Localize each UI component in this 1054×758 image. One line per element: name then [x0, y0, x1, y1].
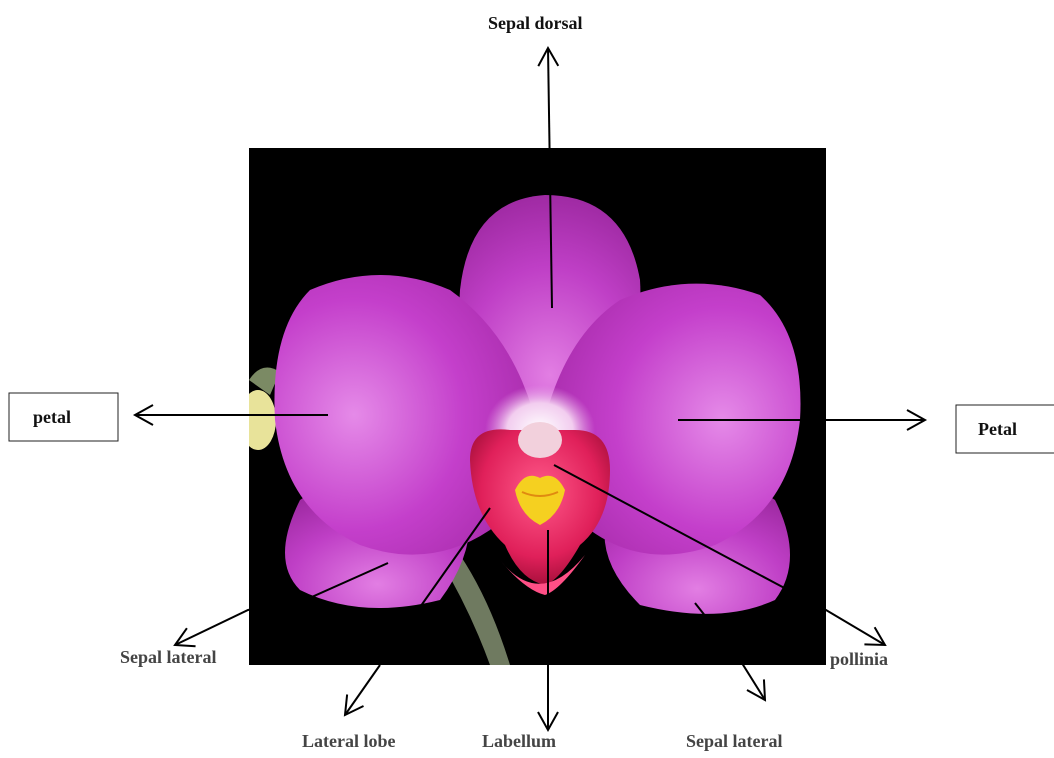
label-petal-left: petal: [33, 408, 71, 426]
label-sepal-dorsal: Sepal dorsal: [488, 14, 583, 32]
orchid-photo: [240, 148, 826, 665]
label-labellum: Labellum: [482, 732, 556, 750]
label-sepal-lateral-right: Sepal lateral: [686, 732, 783, 750]
label-pollinia: pollinia: [830, 650, 888, 668]
label-sepal-lateral-left: Sepal lateral: [120, 648, 217, 666]
column-shape: [518, 422, 562, 458]
leader-lateral-lobe: [345, 665, 380, 715]
flower-bud: [240, 390, 276, 450]
label-petal-right: Petal: [978, 420, 1017, 438]
label-lateral-lobe: Lateral lobe: [302, 732, 395, 750]
